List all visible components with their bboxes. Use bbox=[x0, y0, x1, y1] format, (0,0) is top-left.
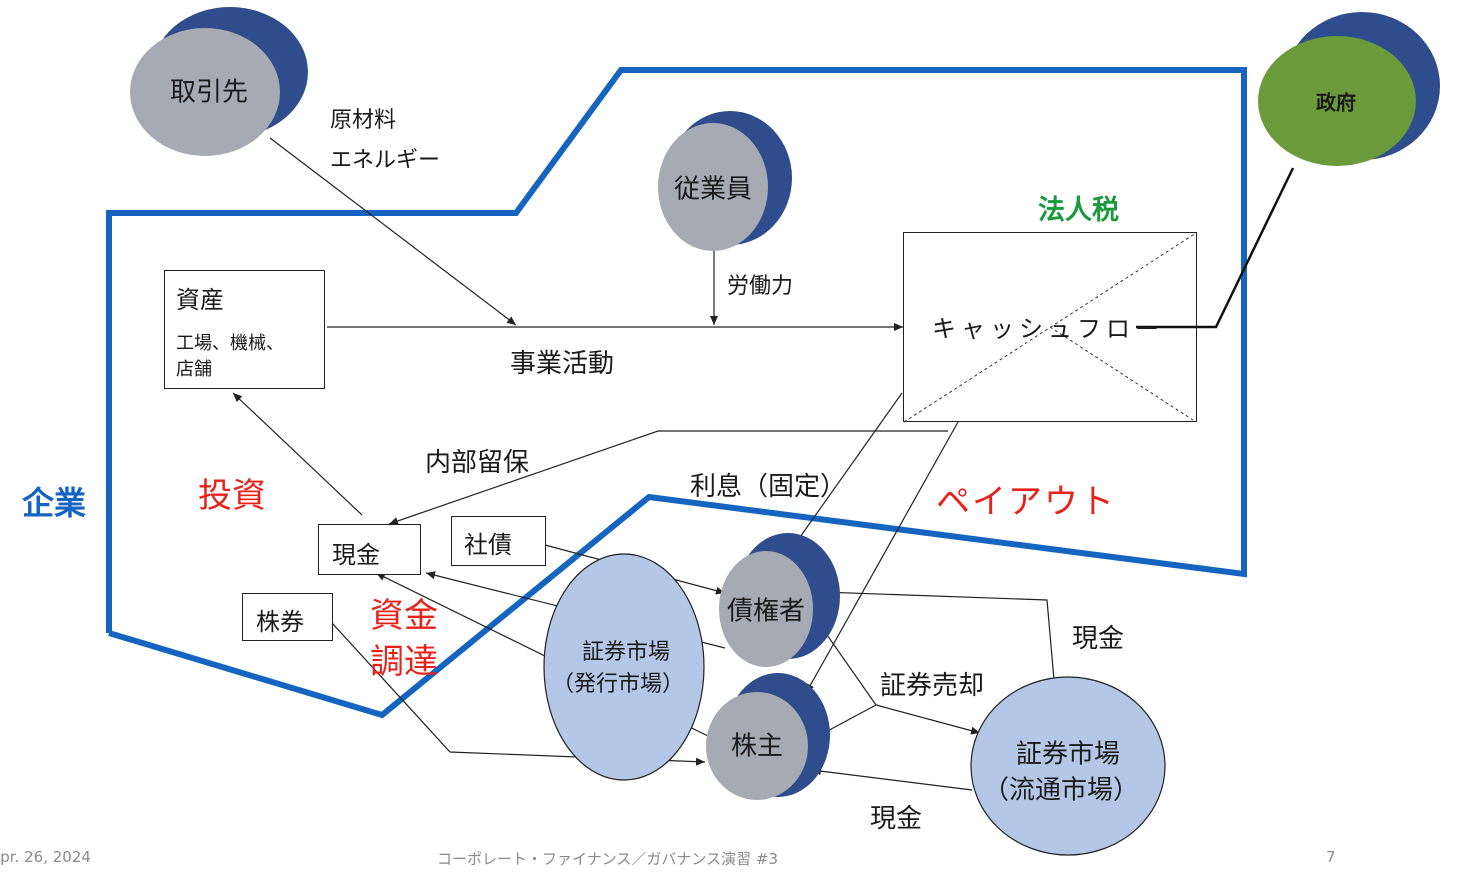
payout-arrow bbox=[805, 421, 959, 694]
primary-market-node bbox=[543, 553, 705, 781]
supplier-label: 取引先 bbox=[169, 77, 249, 108]
assets-box: 資産 工場、機械、 店舗 bbox=[164, 270, 325, 389]
interest-arrow bbox=[792, 392, 903, 548]
primary-market-label-1: 証券市場 bbox=[581, 640, 671, 665]
retained-earnings-arrow bbox=[388, 430, 948, 525]
cash-flow-box bbox=[903, 232, 1197, 422]
securities-sale-label: 証券売却 bbox=[880, 671, 985, 701]
footer-title: コーポレート・ファイナンス／ガバナンス演習 #3 bbox=[437, 850, 778, 868]
primary-market-label-2: （発行市場） bbox=[551, 672, 685, 697]
secondary-market-node bbox=[970, 676, 1166, 856]
securities-sale-arrow bbox=[875, 704, 981, 735]
footer-page: 7 bbox=[1326, 848, 1336, 866]
cash-flow-label: キャッシュフロー bbox=[932, 315, 1164, 343]
cash-label: 現金 bbox=[332, 541, 380, 569]
shareholder-node bbox=[706, 673, 830, 800]
bonds-label: 社債 bbox=[464, 531, 512, 559]
energy-label: エネルギー bbox=[330, 148, 441, 173]
assets-detail-2: 店舗 bbox=[176, 359, 212, 380]
employee-node bbox=[658, 111, 792, 251]
stocks-box: 株券 bbox=[242, 593, 333, 641]
financing-label-1: 資金 bbox=[370, 596, 438, 636]
government-label: 政府 bbox=[1316, 90, 1356, 115]
cash-bottom-label: 現金 bbox=[870, 804, 923, 834]
assets-title: 資産 bbox=[176, 286, 224, 314]
bonds-box: 社債 bbox=[451, 516, 546, 566]
payout-label: ペイアウト bbox=[936, 482, 1116, 522]
corporate-tax-label: 法人税 bbox=[1038, 195, 1119, 226]
secondary-market-label-1: 証券市場 bbox=[1015, 739, 1121, 770]
cash-right-label: 現金 bbox=[1072, 624, 1125, 654]
footer-date: Apr. 26, 2024 bbox=[0, 848, 91, 866]
market-cash-creditor-arrow bbox=[821, 588, 1055, 681]
assets-detail-1: 工場、機械、 bbox=[176, 333, 284, 354]
company-label: 企業 bbox=[22, 484, 87, 522]
creditor-node bbox=[719, 533, 840, 667]
business-activity-label: 事業活動 bbox=[510, 349, 615, 379]
secondary-market-label-2: （流通市場） bbox=[982, 775, 1140, 806]
investment-arrow bbox=[232, 392, 363, 516]
raw-materials-label: 原材料 bbox=[330, 108, 397, 133]
employee-label: 従業員 bbox=[673, 174, 753, 205]
company-boundary bbox=[106, 67, 1247, 719]
interest-label: 利息（固定） bbox=[690, 472, 847, 502]
cash-box: 現金 bbox=[318, 524, 421, 575]
investment-label: 投資 bbox=[198, 476, 266, 516]
labor-label: 労働力 bbox=[727, 274, 794, 299]
tax-connector bbox=[1136, 167, 1295, 329]
creditor-label: 債権者 bbox=[726, 596, 806, 627]
supplier-node bbox=[130, 7, 308, 156]
shareholder-label: 株主 bbox=[730, 731, 784, 762]
supplier-arrow bbox=[269, 137, 517, 326]
government-node bbox=[1258, 12, 1440, 166]
financing-label-2: 調達 bbox=[370, 642, 438, 682]
market-cash-shareholder-arrow bbox=[811, 767, 973, 791]
stocks-label: 株券 bbox=[256, 608, 304, 636]
retained-earnings-label: 内部留保 bbox=[425, 448, 530, 478]
